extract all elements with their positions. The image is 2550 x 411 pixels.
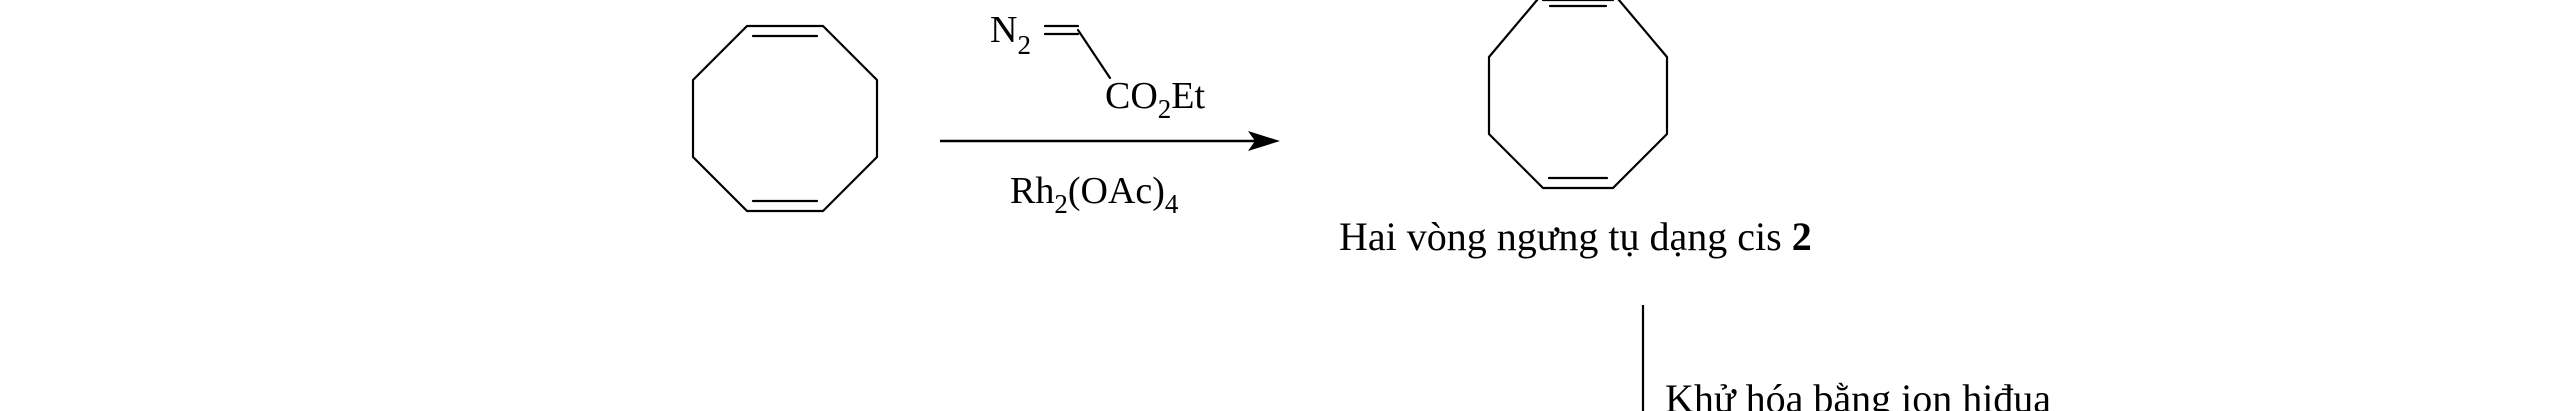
product-structure (1487, 0, 1669, 190)
compound-number-2: 2 (1792, 214, 1812, 259)
cyclooctadiene-ring (691, 24, 879, 213)
rhodium-catalyst-label: Rh2(OAc)4 (1010, 170, 1179, 219)
cyclooctadiene-structure (691, 24, 879, 213)
next-step-label: Khử hóa bằng ion hiđua (1665, 376, 2051, 411)
reaction-arrow-head (1248, 131, 1280, 151)
ester-co2et-label: CO2Et (1105, 75, 1206, 124)
reaction-arrow (940, 131, 1280, 151)
diazo-ester-reagent: N2 CO2Et (990, 9, 1206, 124)
product-ring (1487, 0, 1669, 190)
product-caption: Hai vòng ngưng tụ dạng cis 2 (1339, 214, 1812, 259)
diazo-carbon-ester-bond (1076, 28, 1112, 80)
diazo-n2-label: N2 (990, 9, 1031, 60)
